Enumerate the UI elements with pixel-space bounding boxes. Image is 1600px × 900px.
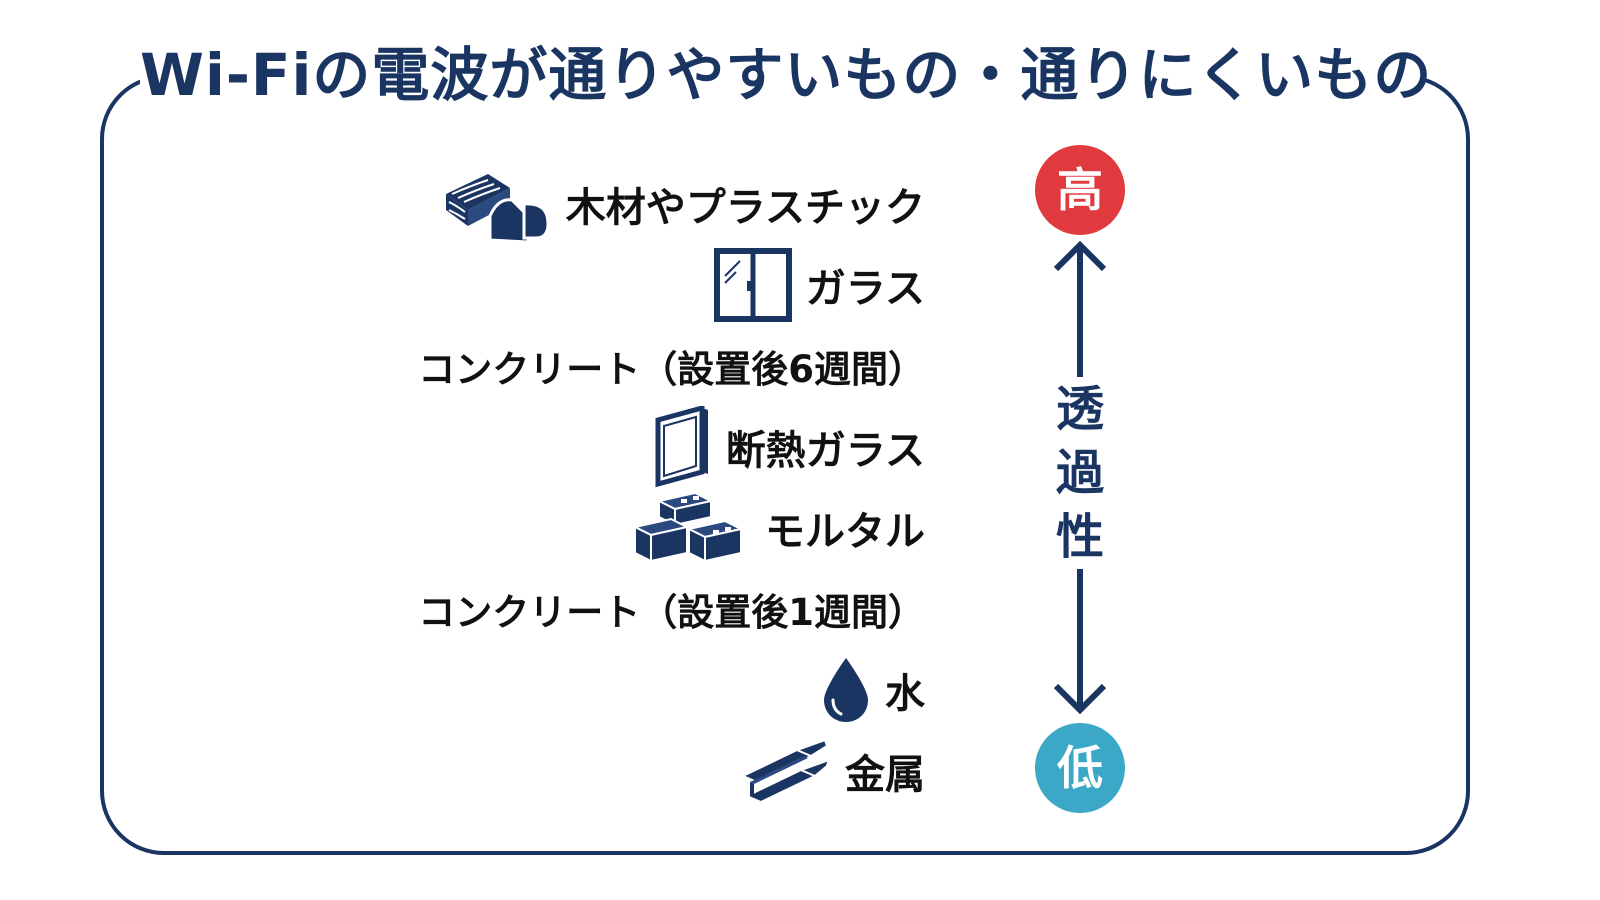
material-item-concrete-6weeks: コンクリート（設置後6週間）	[400, 327, 925, 405]
material-label: ガラス	[805, 266, 925, 312]
material-label: 木材やプラスチック	[565, 185, 925, 231]
axis-label-char: 性	[1055, 509, 1104, 565]
axis-label-char: 過	[1055, 445, 1104, 501]
glass-pane-icon	[655, 406, 708, 488]
material-item-glass: ガラス	[400, 246, 925, 324]
material-item-metal: 金属	[400, 732, 925, 810]
steel-beam-icon	[740, 738, 831, 804]
material-item-insulated-glass: 断熱ガラス	[400, 406, 925, 488]
material-label: モルタル	[765, 509, 925, 555]
bricks-icon	[633, 491, 744, 563]
axis-label: 透 過 性	[1050, 377, 1110, 569]
material-label: コンクリート（設置後1週間）	[418, 591, 925, 634]
material-label: コンクリート（設置後6週間）	[418, 348, 925, 391]
material-label: 金属	[845, 752, 925, 798]
material-label: 断熱ガラス	[725, 428, 925, 474]
page-title: Wi-Fiの電波が通りやすいもの・通りにくいもの	[140, 33, 1431, 117]
axis-label-char: 透	[1055, 381, 1104, 437]
material-item-mortar: モルタル	[400, 489, 925, 567]
material-item-water: 水	[400, 651, 925, 729]
material-label: 水	[885, 671, 925, 717]
low-badge: 低	[1035, 723, 1125, 813]
window-icon	[713, 248, 792, 322]
material-list: 木材やプラスチック ガラス コンクリート（設置後6週間） 断熱ガラス	[400, 160, 925, 810]
wood-plastic-icon	[445, 174, 550, 244]
material-item-concrete-1week: コンクリート（設置後1週間）	[400, 570, 925, 648]
water-drop-icon	[824, 658, 868, 722]
high-badge: 高	[1035, 145, 1125, 235]
transmittance-axis: 高 透 過 性 低	[1030, 145, 1130, 825]
material-item-wood-plastic: 木材やプラスチック	[400, 165, 925, 244]
